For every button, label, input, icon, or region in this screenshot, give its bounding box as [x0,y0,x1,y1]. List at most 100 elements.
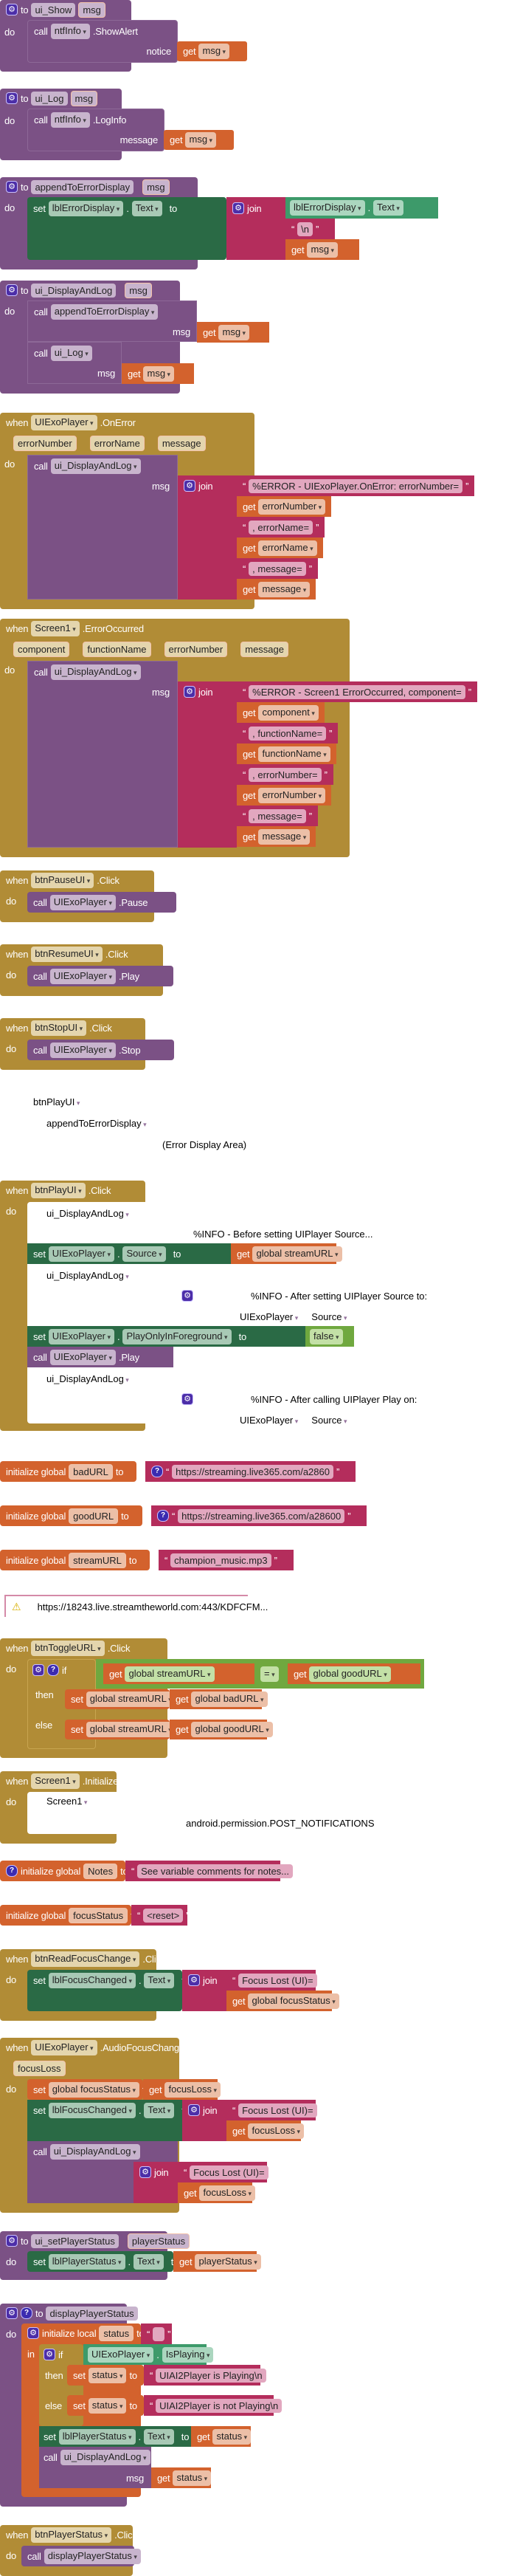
gear-icon[interactable]: ⚙ [6,181,18,193]
set-lblerrordisplay-text[interactable]: set lblErrorDisplay . Text to [27,197,226,260]
var-name[interactable]: badURL [69,1463,113,1480]
string-value[interactable]: , errorNumber= [249,767,322,782]
help-icon[interactable]: ? [21,2307,32,2319]
var-dropdown[interactable]: global streamURL [86,1721,176,1737]
component-dropdown[interactable]: lblPlayerStatus [58,2428,136,2445]
procedure-dropdown[interactable]: appendToErrorDisplay [46,1118,147,1129]
procedure-dropdown[interactable]: displayPlayerStatus [44,2548,141,2564]
var-dropdown[interactable]: global focusStatus [248,1993,339,2009]
gear-icon[interactable]: ⚙ [27,2327,39,2339]
string-literal[interactable]: “, errorNumber=” [237,764,333,785]
var-dropdown[interactable]: status [173,2470,212,2486]
string-literal[interactable]: “, message=” [237,806,318,826]
loose-btnplayui[interactable]: btnPlayUI [33,1096,80,1107]
string-value[interactable]: %ERROR - Screen1 ErrorOccurred, componen… [249,684,465,699]
gear-icon[interactable]: ⚙ [181,1393,193,1405]
join-gear[interactable]: ⚙ [181,1392,193,1405]
unrendered-call[interactable]: ui_DisplayAndLog [46,1373,129,1384]
string-literal[interactable]: “, message=” [237,558,318,579]
component-dropdown[interactable]: lblFocusChanged [48,2102,136,2118]
gear-icon[interactable]: ⚙ [184,480,195,492]
join-block[interactable]: ⚙join [182,2100,226,2141]
component-dropdown[interactable]: UIExoPlayer [49,1042,116,1058]
var-dropdown[interactable]: functionName [258,746,330,762]
property-dropdown[interactable]: Text [133,2253,164,2270]
join-block[interactable]: ⚙join [226,197,285,260]
component-dropdown[interactable]: UIExoPlayer [49,1349,116,1365]
gear-icon[interactable]: ⚙ [6,284,18,296]
string-value[interactable]: https://streaming.live365.com/a28600 [178,1508,345,1523]
help-icon[interactable]: ? [6,1865,18,1877]
param[interactable]: errorNumber [13,435,77,451]
string-focus-lost[interactable]: “Focus Lost (UI)=” [178,2162,274,2182]
join-gear[interactable]: ⚙ [181,1289,193,1302]
string-value-block[interactable]: ?“https://streaming.live365.com/a28600” [151,1505,367,1526]
var-name[interactable]: status [99,2325,134,2341]
help-icon[interactable]: ? [157,1510,169,1522]
procedure-dropdown[interactable]: ui_Log [50,345,92,361]
string-literal[interactable]: “, functionName=” [237,723,338,743]
set-status[interactable]: setstatusto [67,2365,144,2386]
join-block[interactable]: ⚙join [182,1970,226,2011]
gear-icon[interactable]: ⚙ [44,2349,55,2360]
procedure-dropdown[interactable]: ui_DisplayAndLog [50,458,141,474]
string-value-block[interactable]: “champion_music.mp3” [159,1550,294,1570]
string-focus-lost[interactable]: “Focus Lost (UI)=” [226,2100,323,2120]
component-dropdown[interactable]: ntfInfo [50,23,90,39]
var-dropdown[interactable]: playerStatus [195,2253,261,2270]
var-dropdown[interactable]: component [258,704,319,721]
var-dropdown[interactable]: status [212,2428,252,2445]
component-dropdown[interactable]: UIExoPlayer [48,1246,115,1262]
string-not-playing[interactable]: “UIAI2Player is not Playing\n” [144,2395,288,2416]
var-dropdown[interactable]: status [88,2397,127,2414]
string-warning-block[interactable]: ⚠https://18243.live.streamtheworld.com:4… [4,1595,268,1617]
property-dropdown[interactable]: Text [144,2102,175,2118]
unrendered-getter[interactable]: UIExoPlayerSource [240,1311,347,1322]
var-dropdown[interactable]: msg [143,365,175,382]
help-icon[interactable]: ? [47,1664,59,1676]
var-name[interactable]: streamURL [69,1552,126,1568]
var-dropdown[interactable]: global streamURL [125,1666,215,1682]
var-dropdown[interactable]: focusLoss [164,2081,221,2098]
param[interactable]: component [13,641,70,657]
property-dropdown[interactable]: Text [144,1972,175,1988]
procedure-dropdown[interactable]: ui_DisplayAndLog [46,1270,129,1281]
var-dropdown[interactable]: status [88,2367,127,2383]
string-value[interactable]: https://streaming.live365.com/a2860 [172,1464,333,1479]
property-dropdown[interactable]: Source [122,1246,166,1262]
string-reset[interactable]: “<reset>” [131,1905,190,1926]
component-dropdown[interactable]: btnReadFocusChange [31,1951,140,1967]
procedure-name[interactable]: ui_setPlayerStatus [31,2233,119,2248]
gear-icon[interactable]: ⚙ [32,1664,44,1676]
boolean-dropdown[interactable]: false [310,1328,343,1344]
call-showalert[interactable]: call ntfInfo .ShowAlert notice [27,20,178,63]
component-dropdown[interactable]: btnPlayUI [31,1182,86,1198]
var-dropdown[interactable]: focusLoss [248,2123,305,2139]
var-dropdown[interactable]: global streamURL [86,1691,176,1707]
var-dropdown[interactable]: global badURL [191,1691,268,1707]
